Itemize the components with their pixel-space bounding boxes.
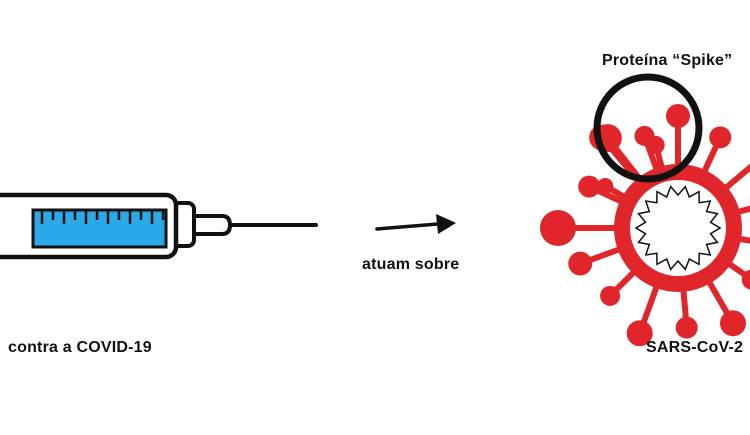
spike-stalk <box>724 163 750 190</box>
spike-head <box>666 104 690 128</box>
virus-inner <box>630 180 726 276</box>
spike-stalk <box>736 205 750 215</box>
spike-stalk <box>738 236 750 244</box>
highlight-circle <box>593 73 703 183</box>
spike-head <box>626 320 653 347</box>
coronavirus-icon <box>540 104 750 347</box>
spike-head <box>578 175 601 198</box>
spike-head <box>675 316 698 339</box>
arrow-icon <box>375 214 456 234</box>
action-label: atuam sobre <box>362 256 460 273</box>
spike-protein-label: Proteína “Spike” <box>602 52 733 69</box>
syringe-icon <box>0 192 318 260</box>
spike-head <box>741 269 750 290</box>
vaccine-label: contra a COVID-19 <box>8 339 152 356</box>
spike-head <box>709 126 732 149</box>
virus-label: SARS-CoV-2 <box>646 339 744 356</box>
spike-head <box>568 251 593 276</box>
spike-head <box>600 285 621 306</box>
spike-head <box>540 210 576 246</box>
spike-head <box>720 310 746 337</box>
virus-rna-outline <box>634 185 722 271</box>
spike-head <box>597 178 614 194</box>
spike-head <box>634 125 655 146</box>
